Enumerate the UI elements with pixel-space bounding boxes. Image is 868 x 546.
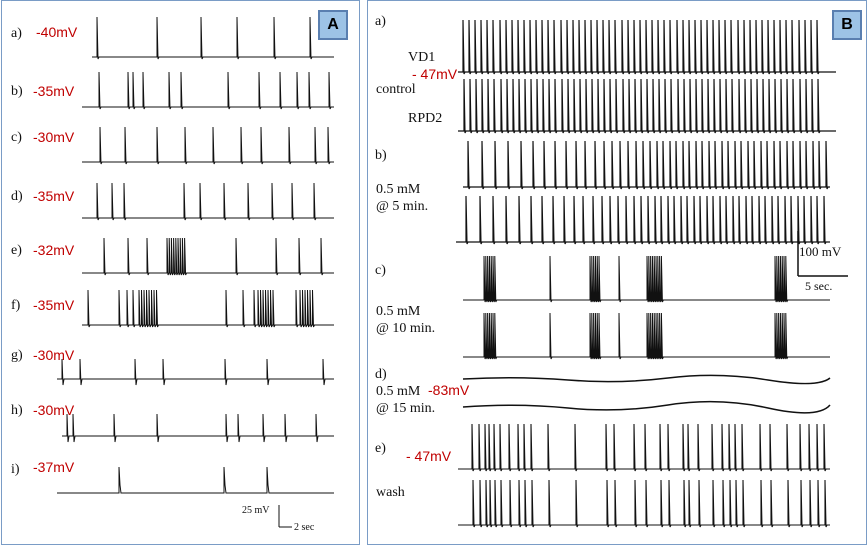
row-b-d-line2: @ 15 min. — [376, 401, 436, 416]
row-b-b-tag: b) — [375, 148, 387, 163]
panel-b-letter: B — [832, 10, 862, 40]
trace-b2 — [456, 195, 830, 245]
trace-g — [57, 358, 334, 386]
row-g-voltage: -30mV — [33, 347, 75, 363]
panel-a: A a) -40mV b) -35mV c) -30mV d) -35mV e)… — [1, 0, 360, 545]
row-e-voltage: -32mV — [33, 242, 75, 258]
trace-vd1 — [458, 19, 836, 75]
trace-c2 — [463, 312, 830, 360]
panel-a-scale-time: 2 sec — [294, 522, 315, 533]
row-b-c-line2: @ 10 min. — [376, 321, 436, 336]
trace-e — [82, 237, 334, 276]
row-e-tag: e) — [11, 243, 22, 258]
row-f-tag: f) — [11, 298, 21, 313]
row-b-c-tag: c) — [375, 263, 386, 278]
trace-b — [82, 71, 334, 110]
row-i-tag: i) — [11, 462, 20, 477]
row-b-a-voltage: - 47mV — [412, 66, 458, 82]
row-b-voltage: -35mV — [33, 83, 75, 99]
trace-e2 — [458, 479, 830, 528]
row-b-e-voltage: - 47mV — [406, 448, 452, 464]
row-a-tag: a) — [11, 26, 22, 41]
row-b-d-voltage: -83mV — [428, 382, 470, 398]
row-c-voltage: -30mV — [33, 129, 75, 145]
row-b-e-line1: wash — [376, 485, 405, 500]
trace-f — [82, 289, 334, 328]
panel-a-letter: A — [318, 10, 348, 40]
row-h-tag: h) — [11, 403, 23, 418]
trace-e1 — [458, 423, 830, 472]
trace-h — [62, 413, 334, 443]
trace-c1 — [463, 255, 830, 303]
row-b-a-tag: a) — [375, 14, 386, 29]
row-b-b-line2: @ 5 min. — [376, 199, 429, 214]
panel-b-scale-time: 5 sec. — [805, 279, 833, 293]
trace-rpd2 — [458, 78, 836, 134]
row-d-voltage: -35mV — [33, 188, 75, 204]
row-b-a-condition: control — [376, 82, 416, 97]
row-a-voltage: -40mV — [36, 24, 78, 40]
row-i-voltage: -37mV — [33, 459, 75, 475]
row-b-a-cell1: VD1 — [408, 50, 436, 65]
trace-i — [57, 466, 334, 494]
row-b-d-line1: 0.5 mM — [376, 384, 421, 399]
row-b-a-cell2: RPD2 — [408, 111, 443, 126]
trace-d1 — [462, 374, 831, 385]
panel-b-scale-voltage: 100 mV — [799, 244, 842, 259]
panel-b-traces — [456, 19, 848, 528]
panel-b: B a) VD1 - 47mV control RPD2 b) 0.5 mM @… — [367, 0, 867, 545]
trace-a — [92, 16, 334, 60]
row-b-b-line1: 0.5 mM — [376, 182, 421, 197]
panel-a-scale-voltage: 25 mV — [242, 505, 270, 516]
row-h-voltage: -30mV — [33, 402, 75, 418]
panel-a-traces — [57, 16, 334, 528]
row-c-tag: c) — [11, 130, 22, 145]
row-b-d-tag: d) — [375, 367, 387, 382]
row-f-voltage: -35mV — [33, 297, 75, 313]
trace-c — [82, 126, 334, 165]
row-d-tag: d) — [11, 189, 23, 204]
row-g-tag: g) — [11, 348, 23, 363]
row-b-c-line1: 0.5 mM — [376, 304, 421, 319]
trace-d — [82, 182, 334, 221]
trace-d2 — [462, 400, 831, 414]
row-b-tag: b) — [11, 84, 23, 99]
trace-b1 — [463, 140, 830, 190]
row-b-e-tag: e) — [375, 441, 386, 456]
